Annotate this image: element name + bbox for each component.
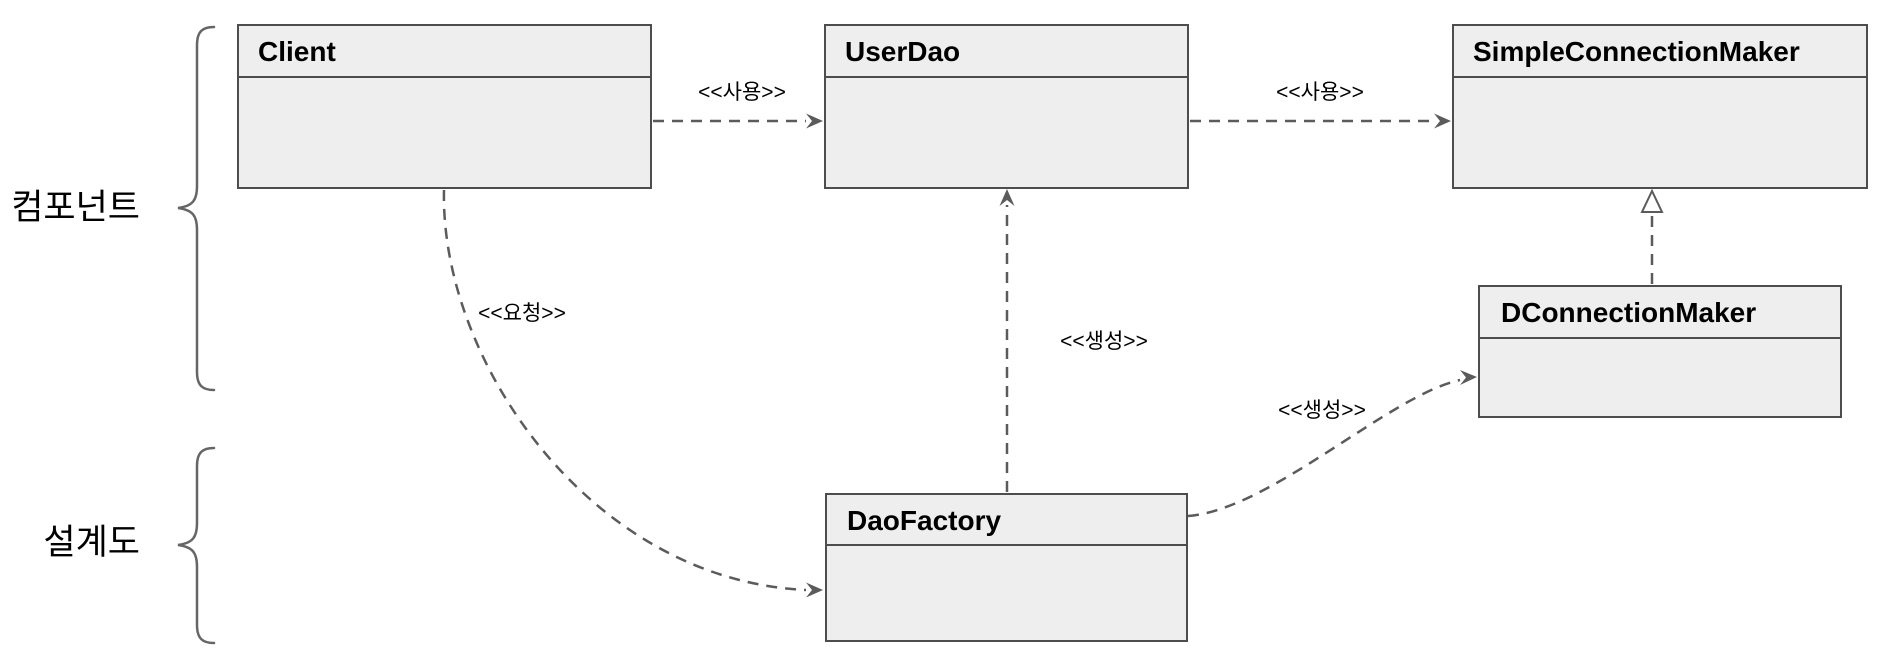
class-box-client: Client [237, 24, 652, 189]
brace-blueprint [177, 446, 216, 645]
dependency-arrow-daofactory-userdao [999, 189, 1015, 492]
class-title-simpleconnectionmaker: SimpleConnectionMaker [1473, 36, 1800, 67]
dependency-arrow-daofactory-dconnectionmaker [1187, 370, 1477, 518]
class-box-dconnectionmaker: DConnectionMaker [1478, 285, 1842, 418]
stereotype-label-request: <<요청>> [478, 302, 566, 325]
class-box-simpleconnectionmaker: SimpleConnectionMaker [1452, 24, 1868, 189]
stereotype-label-use-2: <<사용>> [1276, 81, 1364, 104]
class-box-daofactory: DaoFactory [825, 493, 1188, 642]
dependency-arrow-client-daofactory [442, 189, 823, 598]
group-label-components: 컴포넌트 [11, 188, 140, 227]
group-label-blueprint: 설계도 [43, 523, 140, 562]
dependency-arrow-userdao-simpleconnectionmaker [1190, 113, 1451, 129]
class-title-dconnectionmaker: DConnectionMaker [1501, 297, 1756, 328]
stereotype-label-use-1: <<사용>> [698, 81, 786, 104]
dependency-arrow-client-userdao [653, 113, 823, 129]
class-title-client: Client [258, 36, 336, 67]
stereotype-label-create-1: <<생성>> [1060, 330, 1148, 353]
realization-arrow-dconnectionmaker-simpleconnectionmaker [1640, 188, 1664, 284]
stereotype-label-create-2: <<생성>> [1278, 399, 1366, 422]
class-box-userdao: UserDao [824, 24, 1189, 189]
class-title-userdao: UserDao [845, 36, 960, 67]
class-title-daofactory: DaoFactory [847, 505, 1001, 536]
brace-components [177, 25, 216, 392]
